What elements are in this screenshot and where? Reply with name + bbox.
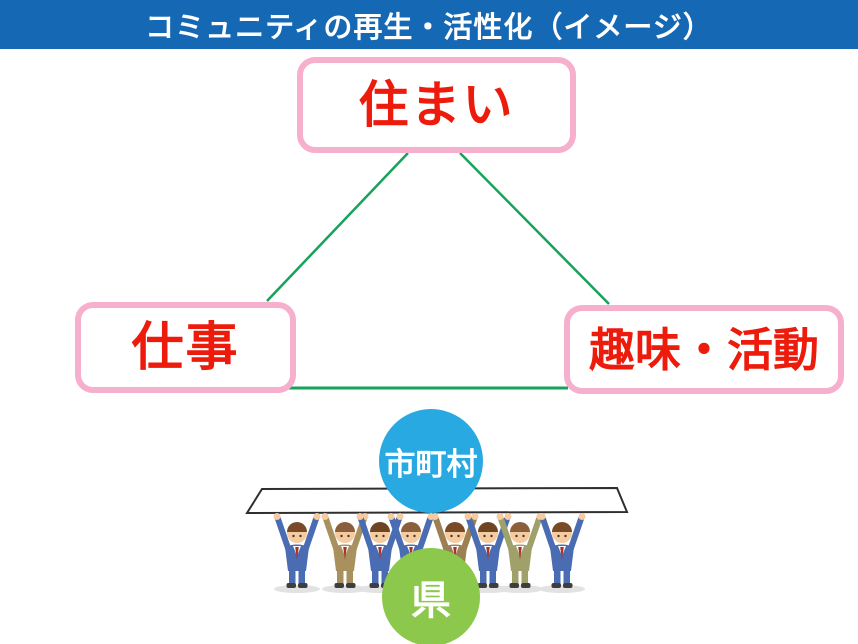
triangle-edge-left <box>266 152 409 302</box>
person-figure <box>273 513 321 593</box>
circle-prefecture-label: 県 <box>411 579 451 623</box>
circle-municipality-label: 市町村 <box>384 446 478 482</box>
box-work: 仕事 <box>75 302 296 393</box>
person-figure <box>496 513 544 593</box>
title-bar: コミュニティの再生・活性化（イメージ） <box>0 0 858 49</box>
box-housing: 住まい <box>297 57 576 153</box>
circle-municipality: 市町村 <box>379 409 483 513</box>
box-hobby-label: 趣味・活動 <box>589 323 819 376</box>
box-work-label: 仕事 <box>131 318 240 377</box>
person-figure <box>356 513 404 593</box>
slide-title: コミュニティの再生・活性化（イメージ） <box>145 11 713 44</box>
box-hobby: 趣味・活動 <box>564 305 844 394</box>
triangle-edge-right <box>459 152 610 305</box>
box-housing-label: 住まい <box>358 77 515 133</box>
person-figure <box>538 513 586 593</box>
circle-prefecture: 県 <box>382 548 480 644</box>
